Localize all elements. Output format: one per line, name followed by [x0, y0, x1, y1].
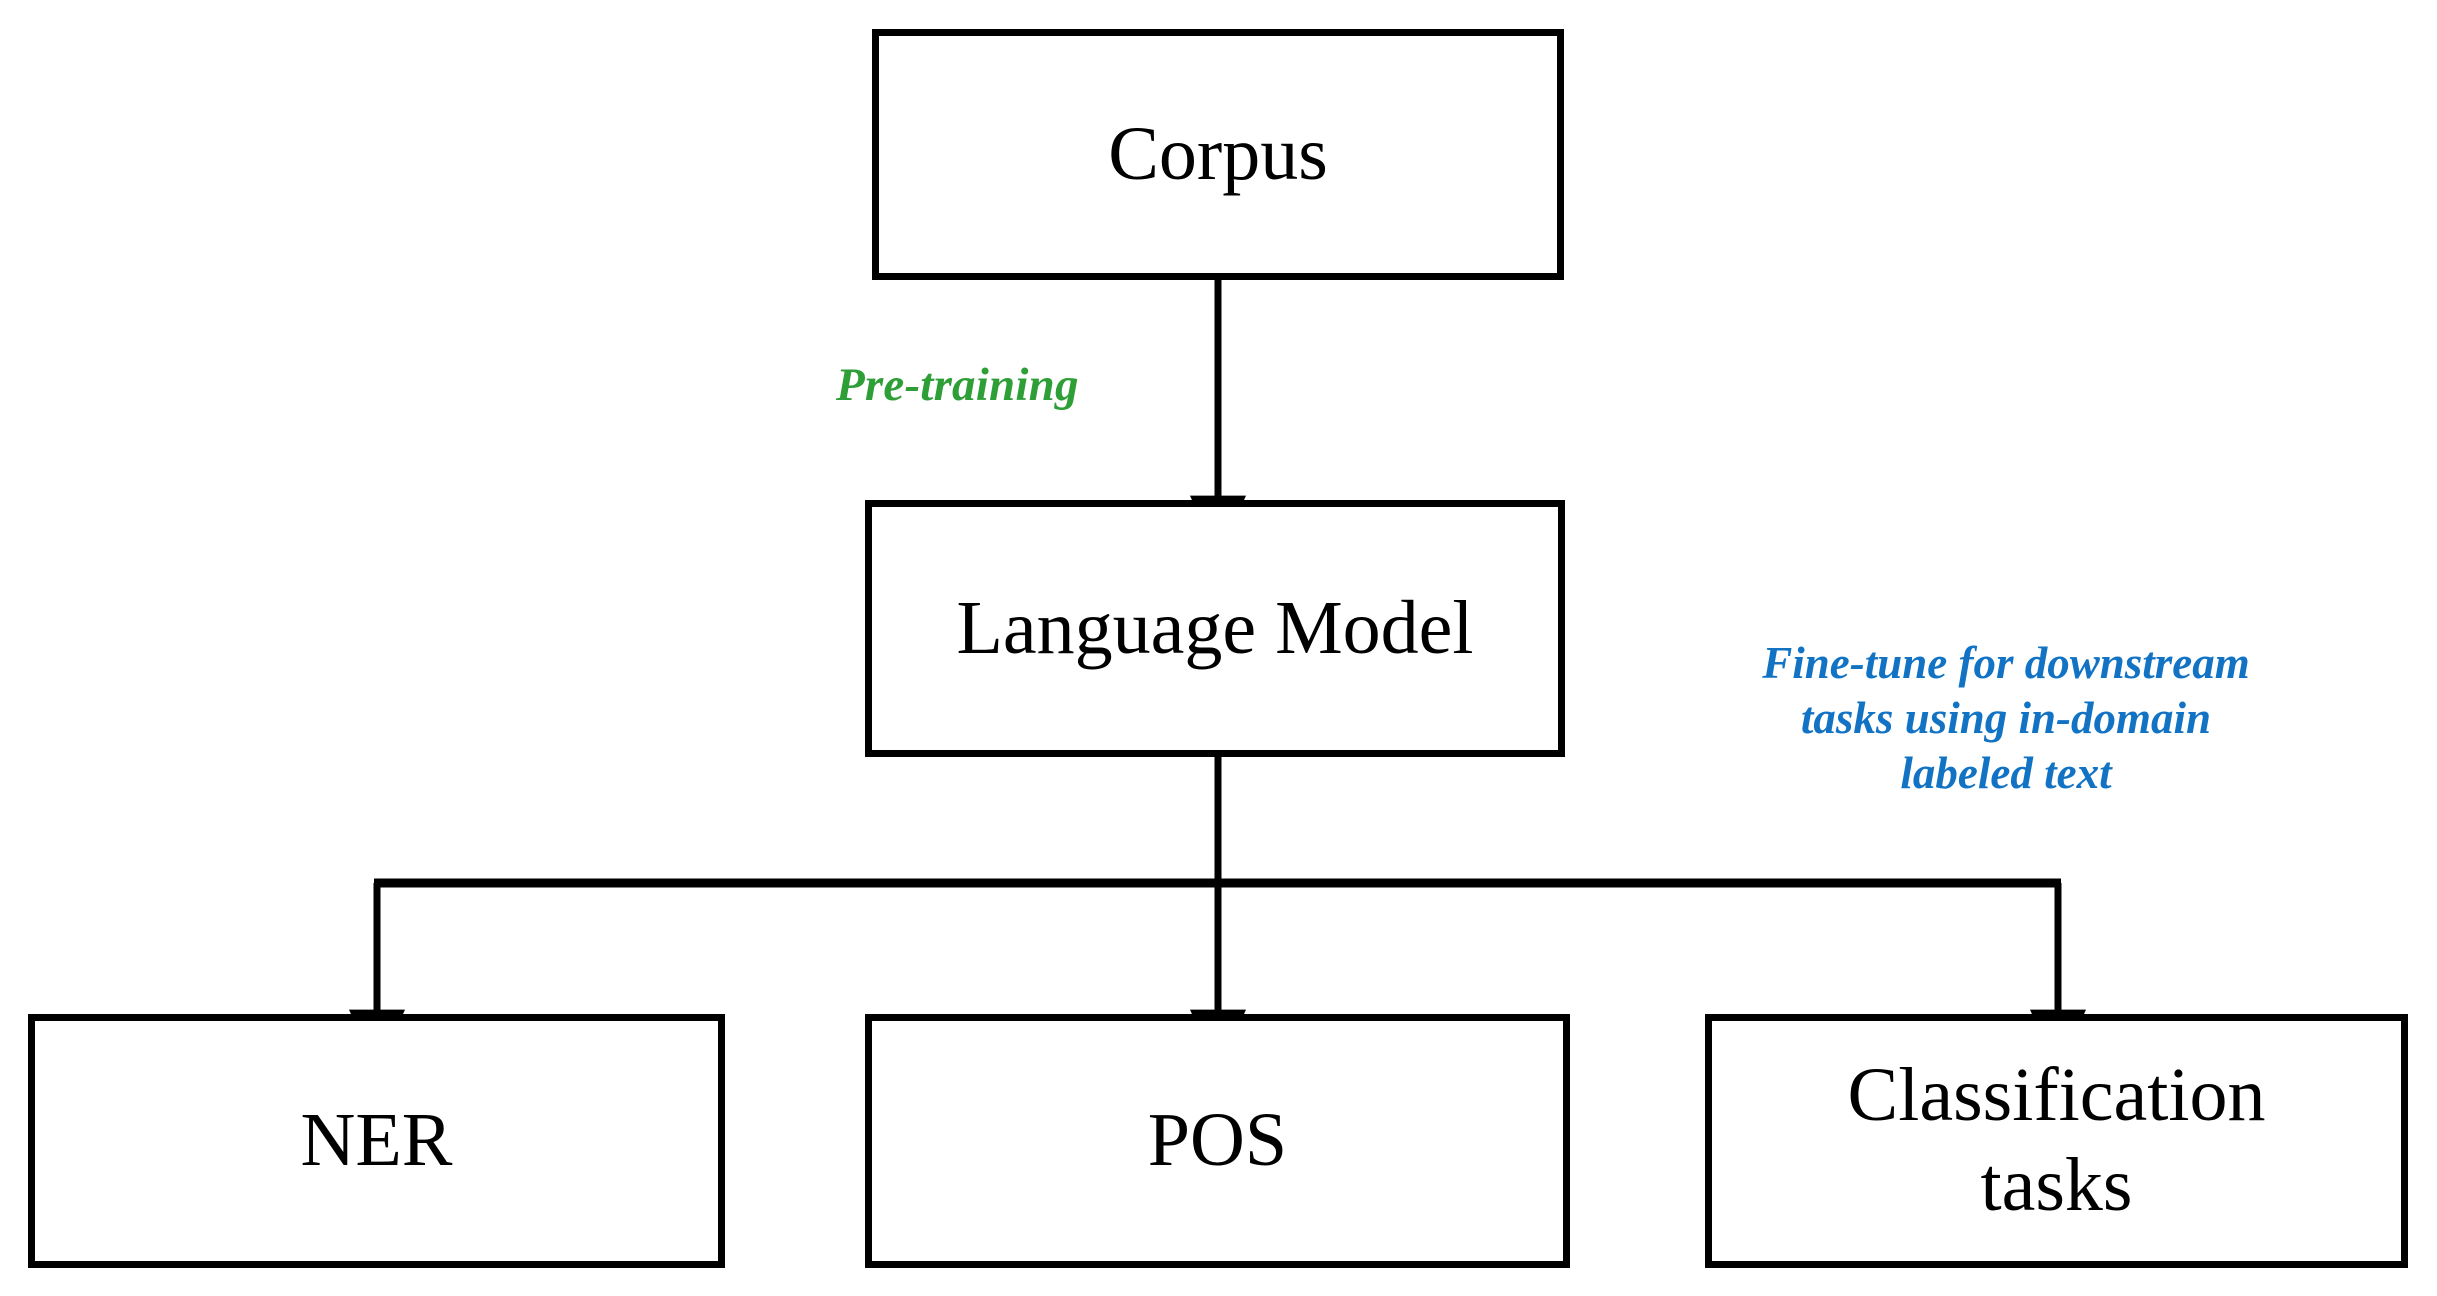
node-corpus-label: Corpus	[1108, 111, 1328, 196]
node-classification-tasks[interactable]: Classification tasks	[1705, 1014, 2408, 1268]
node-pos[interactable]: POS	[865, 1014, 1570, 1268]
edge-label-fine-tune: Fine-tune for downstream tasks using in-…	[1762, 638, 2250, 798]
node-ner-label: NER	[300, 1098, 453, 1183]
node-pos-label: POS	[1147, 1098, 1288, 1183]
node-ner[interactable]: NER	[28, 1014, 725, 1268]
node-classification-tasks-label: Classification tasks	[1847, 1053, 2266, 1227]
node-language-model[interactable]: Language Model	[865, 500, 1565, 757]
edge-label-pre-training: Pre-training	[836, 359, 1079, 411]
node-corpus[interactable]: Corpus	[872, 29, 1564, 280]
node-language-model-label: Language Model	[956, 585, 1474, 670]
